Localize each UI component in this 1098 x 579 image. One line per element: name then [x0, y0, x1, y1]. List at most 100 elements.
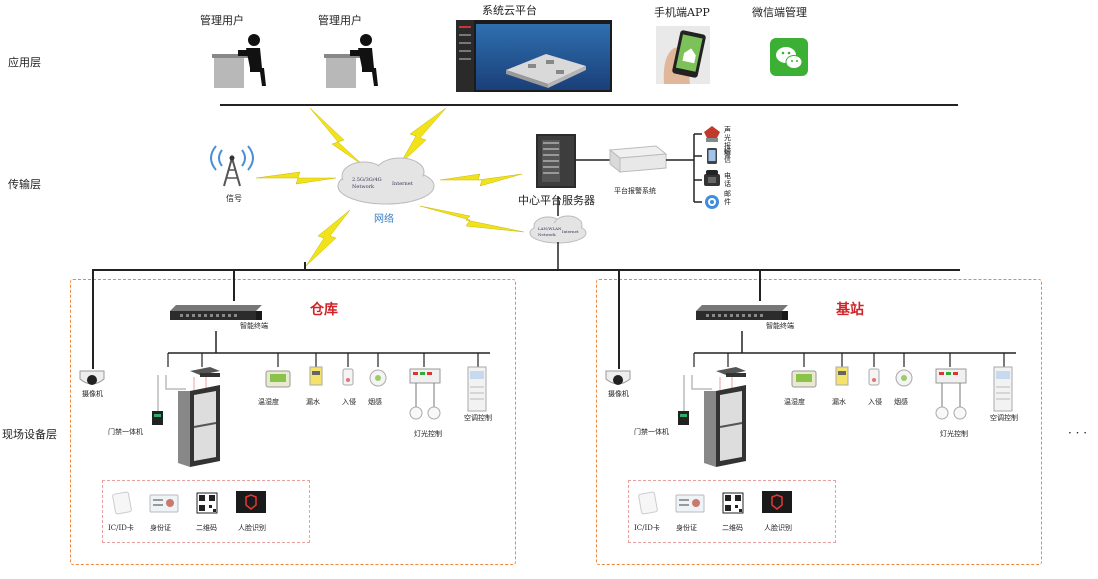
ac-control-label: 空调控制 — [990, 414, 1018, 422]
lighting-control-label: 灯光控制 — [414, 430, 442, 438]
lan-cloud-text-2: Network — [538, 232, 556, 237]
id-card-icon — [149, 494, 179, 513]
ic-card-icon — [112, 491, 132, 515]
face-recognition-icon — [236, 491, 266, 513]
smoke-label: 烟感 — [368, 398, 382, 406]
intrusion-sensor-icon — [342, 368, 354, 386]
id-method-id-card: 身份证 — [676, 524, 697, 532]
ac-control-label: 空调控制 — [464, 414, 492, 422]
site-device-graphics — [79, 305, 490, 515]
signal-label: 信号 — [226, 194, 242, 203]
temp-humidity-label: 温湿度 — [258, 398, 279, 406]
smart-terminal-icon — [170, 305, 262, 320]
camera-label: 摄像机 — [608, 390, 629, 398]
face-recognition-icon — [762, 491, 792, 513]
smoke-detector-icon — [369, 369, 387, 387]
air-conditioner-icon — [467, 366, 487, 412]
id-card-icon — [675, 494, 705, 513]
alarm-output-phone: 电话 — [724, 172, 731, 188]
lan-cloud-icon — [529, 215, 587, 244]
camera-icon — [605, 370, 631, 385]
siren-icon — [704, 126, 720, 142]
ic-card-icon — [638, 491, 658, 515]
site-title: 基站 — [836, 302, 864, 318]
water-leak-icon — [835, 366, 849, 386]
layer-label-application: 应用层 — [8, 56, 41, 69]
alarm-output-sms: 短信 — [724, 148, 731, 164]
water-leak-label: 漏水 — [306, 398, 320, 406]
id-method-ic-card: IC/ID卡 — [108, 524, 134, 532]
id-method-qr-code: 二维码 — [196, 524, 217, 532]
email-icon — [705, 195, 719, 209]
temp-humidity-label: 温湿度 — [784, 398, 805, 406]
wechat-icon — [770, 38, 808, 76]
lighting-control-label: 灯光控制 — [940, 430, 968, 438]
mobile-app-icon — [656, 26, 710, 84]
qr-code-icon — [196, 492, 218, 514]
bus-drop-camera-1 — [92, 269, 94, 369]
application-bus-line — [220, 104, 958, 106]
server-icon — [536, 134, 576, 188]
lighting-control-icon — [409, 368, 441, 420]
telephone-icon — [704, 170, 720, 186]
smoke-detector-icon — [895, 369, 913, 387]
water-leak-label: 漏水 — [832, 398, 846, 406]
more-sites-indicator: · · · — [1068, 426, 1088, 440]
id-methods-box — [628, 480, 836, 543]
intrusion-label: 入侵 — [868, 398, 882, 406]
id-method-id-card: 身份证 — [150, 524, 171, 532]
site-device-graphics — [605, 305, 1016, 515]
water-leak-icon — [309, 366, 323, 386]
door-access-icon — [152, 367, 220, 467]
bus-link-network — [304, 262, 306, 270]
cloud-text-3: Internet — [392, 181, 413, 187]
alarm-system-label: 平台报警系统 — [614, 187, 656, 195]
smart-terminal-label: 智能终端 — [240, 322, 268, 330]
smoke-label: 烟感 — [894, 398, 908, 406]
network-cloud-icon — [337, 157, 435, 205]
mobile-app-label: 手机端APP — [654, 6, 710, 19]
id-method-face: 人脸识别 — [238, 524, 266, 532]
wechat-label: 微信端管理 — [752, 6, 807, 19]
smart-terminal-icon — [696, 305, 788, 320]
site-title: 仓库 — [310, 302, 338, 318]
sms-phone-icon — [707, 148, 717, 164]
field-bus-line — [92, 269, 960, 271]
intrusion-sensor-icon — [868, 368, 880, 386]
admin-user-label-2: 管理用户 — [318, 14, 362, 27]
temp-humidity-icon — [265, 370, 291, 388]
admin-user-icon — [324, 34, 378, 88]
alarm-system-icon — [608, 145, 668, 174]
id-method-face: 人脸识别 — [764, 524, 792, 532]
id-method-qr-code: 二维码 — [722, 524, 743, 532]
alarm-output-siren: 声光报警 — [724, 126, 731, 158]
id-methods-box — [102, 480, 310, 543]
lightning-icon — [255, 107, 525, 267]
layer-label-field: 现场设备层 — [2, 428, 57, 441]
qr-code-icon — [722, 492, 744, 514]
network-label: 网络 — [374, 214, 394, 225]
bus-drop-camera-2 — [618, 269, 620, 369]
cloud-text-2: Network — [352, 184, 375, 190]
door-access-label: 门禁一体机 — [108, 428, 143, 436]
id-method-ic-card: IC/ID卡 — [634, 524, 660, 532]
air-conditioner-icon — [993, 366, 1013, 412]
admin-user-label-1: 管理用户 — [200, 14, 244, 27]
cloud-platform-label: 系统云平台 — [482, 4, 537, 17]
signal-tower-icon — [210, 145, 254, 187]
bus-drop-terminal-2 — [759, 269, 761, 301]
camera-label: 摄像机 — [82, 390, 103, 398]
bus-drop-terminal-1 — [233, 269, 235, 301]
camera-icon — [79, 370, 105, 385]
layer-label-transport: 传输层 — [8, 178, 41, 191]
door-access-icon — [678, 367, 746, 467]
lighting-control-icon — [935, 368, 967, 420]
cloud-platform-screenshot — [456, 20, 612, 92]
cloud-text-1: 2.5G/3G/4G — [352, 177, 382, 183]
transport-graphics — [210, 107, 720, 270]
lan-cloud-text-1: LAN/WLAN — [538, 226, 562, 231]
lan-cloud-text-3: Internet — [562, 229, 579, 234]
door-access-label: 门禁一体机 — [634, 428, 669, 436]
alarm-output-email: 邮件 — [724, 190, 731, 206]
smart-terminal-label: 智能终端 — [766, 322, 794, 330]
